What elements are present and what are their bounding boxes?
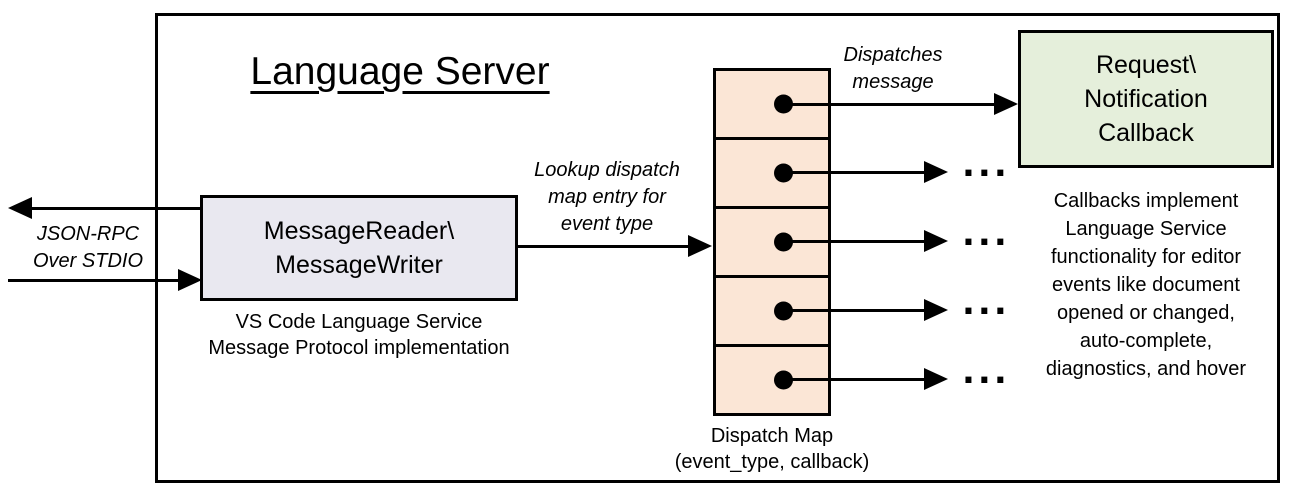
dispatches-label-line2: message <box>852 71 934 93</box>
arrow-left-icon <box>8 197 32 219</box>
message-caption-line1: VS Code Language Service <box>235 311 483 333</box>
callbacks-note: Callbacks implement Language Service fun… <box>1010 187 1282 383</box>
dispatch-map-caption-line1: Dispatch Map <box>710 425 834 447</box>
dispatch-map-cell <box>716 278 828 347</box>
dispatch-map-cell <box>716 71 828 140</box>
callback-box-line1: Request\ <box>1095 51 1197 79</box>
lookup-label-line1: Lookup dispatch <box>534 159 680 181</box>
callbacks-note-line: diagnostics, and hover <box>1045 358 1247 380</box>
dispatch-map-stack <box>713 68 831 416</box>
ellipsis: ... <box>962 352 1010 392</box>
arrow-out-line <box>28 207 203 210</box>
message-box-line1: MessageReader\ <box>263 217 455 245</box>
json-rpc-label-line2: Over STDIO <box>32 250 143 272</box>
message-reader-writer-box: MessageReader\ MessageWriter <box>200 195 518 301</box>
lookup-label-line3: event type <box>560 213 654 235</box>
arrow-right-icon <box>178 269 202 291</box>
dispatch-map-cell <box>716 347 828 413</box>
dispatch-map-caption-line2: (event_type, callback) <box>674 451 870 473</box>
lookup-label-line2: map entry for <box>548 186 666 208</box>
dispatch-map-cell <box>716 209 828 278</box>
dispatch-entry-dot <box>774 94 793 114</box>
dispatch-entry-dot <box>774 232 793 252</box>
callbacks-note-line: Language Service <box>1065 218 1227 240</box>
callbacks-note-line: functionality for editor <box>1050 246 1242 268</box>
dispatch-arrow-line <box>786 240 926 243</box>
callback-box-line2: Notification <box>1084 85 1208 113</box>
diagram-title: Language Server <box>250 50 550 93</box>
message-box-caption: VS Code Language Service Message Protoco… <box>198 309 520 361</box>
arrow-in-line <box>8 279 180 282</box>
lookup-dispatch-label: Lookup dispatch map entry for event type <box>518 157 696 238</box>
dispatches-message-label: Dispatches message <box>826 42 960 96</box>
json-rpc-label: JSON-RPC Over STDIO <box>12 221 164 275</box>
ellipsis: ... <box>962 145 1010 185</box>
dispatch-arrow-line <box>786 103 996 106</box>
dispatch-arrow-line <box>786 171 926 174</box>
dispatch-map-cell <box>716 140 828 209</box>
lookup-arrow-line <box>518 245 690 248</box>
callbacks-note-line: Callbacks implement <box>1053 190 1239 212</box>
callbacks-note-line: opened or changed, <box>1057 302 1235 324</box>
dispatches-label-line1: Dispatches <box>843 44 943 66</box>
callbacks-note-line: auto-complete, <box>1079 330 1213 352</box>
dispatch-arrow-right-icon <box>994 93 1018 115</box>
dispatch-arrow-right-icon <box>924 161 948 183</box>
dispatch-arrow-right-icon <box>924 230 948 252</box>
ellipsis: ... <box>962 283 1010 323</box>
message-caption-line2: Message Protocol implementation <box>208 337 510 359</box>
dispatch-arrow-right-icon <box>924 368 948 390</box>
callbacks-note-line: events like document <box>1052 274 1240 296</box>
json-rpc-label-line1: JSON-RPC <box>36 223 140 245</box>
dispatch-entry-dot <box>774 370 793 390</box>
lookup-arrow-right-icon <box>688 235 712 257</box>
dispatch-arrow-line <box>786 378 926 381</box>
callback-box-line3: Callback <box>1098 119 1194 147</box>
request-notification-callback-box: Request\ Notification Callback <box>1018 30 1274 168</box>
message-box-line2: MessageWriter <box>275 251 443 279</box>
dispatch-entry-dot <box>774 301 793 321</box>
dispatch-entry-dot <box>774 163 793 183</box>
dispatch-arrow-right-icon <box>924 299 948 321</box>
dispatch-arrow-line <box>786 309 926 312</box>
dispatch-map-caption: Dispatch Map (event_type, callback) <box>650 423 894 475</box>
ellipsis: ... <box>962 214 1010 254</box>
